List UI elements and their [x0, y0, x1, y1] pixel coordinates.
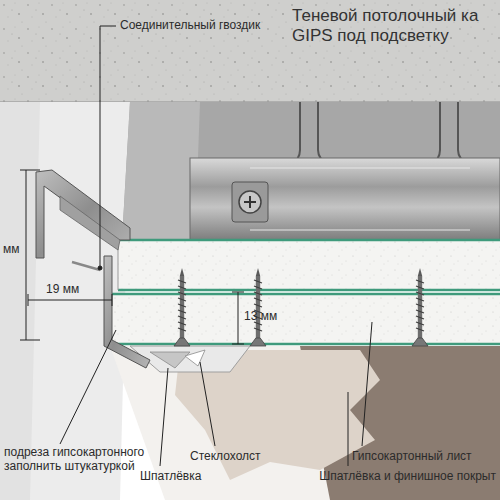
- leader-lines-part: [348, 392, 349, 466]
- gypsum-boards-part: [110, 294, 500, 344]
- ceiling-channel-part: [190, 158, 500, 240]
- part-label: подреза гипсокартонного заполнить штукат…: [4, 446, 154, 474]
- screws: [174, 268, 428, 346]
- wall-part: [0, 102, 40, 500]
- ceiling-face: [110, 346, 500, 500]
- gypsum-boards-part: [118, 240, 500, 290]
- part-label: Стеклохолст: [190, 450, 261, 464]
- dimension-lines-part: [232, 292, 244, 344]
- screws-part: [412, 268, 428, 346]
- part-label: Шпатлёвка: [140, 470, 201, 484]
- shadow-profile-part: [60, 196, 120, 250]
- shadow-profile-part: [36, 170, 130, 258]
- ceiling-channel-part: [250, 168, 470, 230]
- leader-lines-part: [160, 368, 168, 466]
- wall-part: [122, 102, 200, 240]
- ceiling-face-part: [110, 346, 500, 500]
- leader-lines-part: [200, 362, 215, 446]
- part-label: Шпатлёвка и финишное покрыт: [319, 470, 496, 484]
- wall-part: [122, 102, 500, 240]
- ceiling-face-part: [150, 352, 190, 368]
- concrete-slab: [0, 0, 500, 102]
- part-label: Гипсокартонный лист: [352, 450, 472, 464]
- dimension-label: 13 мм: [244, 310, 277, 324]
- diagram-title: Теневой потолочный ка GIPS под подсветку: [292, 6, 492, 45]
- gypsum-boards-part: [110, 240, 500, 344]
- ceiling-face-part: [185, 350, 205, 366]
- leader-lines-part: [100, 26, 116, 266]
- dimension-lines: [20, 170, 244, 344]
- concrete-slab-part: [0, 0, 500, 102]
- dimension-label: мм: [3, 243, 20, 257]
- screws-part: [250, 268, 266, 346]
- shadow-profile: [36, 170, 150, 368]
- shadow-profile-part: [104, 256, 150, 368]
- leader-lines-part: [362, 322, 372, 446]
- ceiling-channel-part: [190, 158, 500, 240]
- ceiling-channel: [190, 158, 500, 240]
- dimension-lines-part: [20, 170, 40, 340]
- screws-part: [174, 268, 190, 346]
- wall: [0, 102, 500, 500]
- ceiling-channel-part: [239, 191, 261, 213]
- shadow-profile-part: [72, 262, 100, 270]
- part-label: Соединительный гвоздик: [120, 19, 260, 33]
- leader-lines: [60, 26, 372, 466]
- ceiling-channel-part: [232, 182, 268, 222]
- ceiling-channel-part: [244, 196, 256, 208]
- dimension-label: 19 мм: [46, 283, 79, 297]
- leader-lines-part: [60, 330, 116, 444]
- gypsum-boards: [110, 240, 500, 344]
- leader-lines-part: [98, 266, 102, 270]
